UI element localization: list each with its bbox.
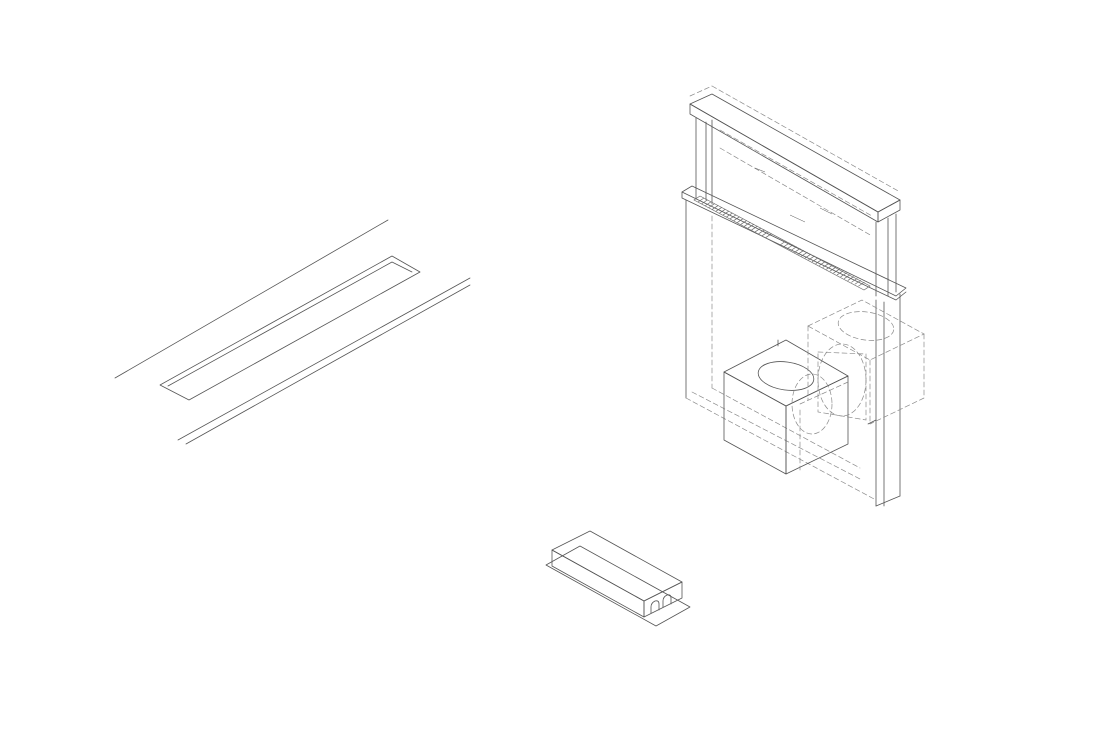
grille-slat [754,227,762,233]
grille-slat [829,266,837,272]
grille-slat [811,257,819,263]
grille-slat [697,197,705,203]
grille-slat [712,205,719,210]
counter-edge-lower-2 [185,284,471,445]
countertop-cutout [114,219,471,445]
grille-slat [822,263,829,268]
grille-slat [758,229,765,235]
grille-slat [726,212,733,218]
hood-cabinet-body [685,199,901,507]
cutout-slot-inner [167,261,413,387]
hood-grille [693,195,871,291]
grille-slat [794,248,801,253]
grille-slat [708,203,715,208]
control-box-flange [545,545,691,627]
hood-top-cap [689,85,901,223]
hood-counter-plate [681,185,907,301]
grille-slat [765,233,772,238]
grille-slat [797,250,805,255]
grille-slat [783,242,790,248]
hood-side-posts [695,117,897,297]
grille-slat [779,240,787,246]
grille-slat [819,261,826,266]
grille-slat [719,208,726,214]
grille-slat [701,199,708,205]
grille-slat [704,201,712,207]
grille-slat [815,259,822,264]
control-box-side [643,581,683,618]
grille-slat [740,220,747,225]
downdraft-hood [681,85,925,507]
grille-slat [786,244,794,250]
grille-slat [729,214,737,220]
grille-slat [808,255,815,261]
fan-box-front [723,339,849,475]
connector-port-2 [662,594,672,608]
grille-slat [744,222,751,227]
hood-joint-details [777,339,877,425]
grille-slat [761,231,769,236]
grille-frame [693,195,871,291]
grille-slat [722,210,730,216]
grille-slat [826,265,833,270]
counter-edge-lower-1 [177,277,471,441]
control-box [545,530,691,627]
hood-glass-panel [719,129,873,237]
grille-slat [790,246,797,251]
grille-slat [747,223,755,229]
grille-slat [804,253,812,259]
grille-slat [801,251,808,257]
grille-slat [733,216,740,221]
grille-slat [715,207,723,212]
cutout-slot-outer [159,255,421,401]
counter-edge-upper [114,219,389,379]
control-box-top [551,530,683,602]
grille-slat [737,218,744,223]
connector-port-1 [650,600,660,614]
fan-box-rear-hidden [807,299,925,425]
control-box-front [551,549,645,618]
grille-slat [751,225,758,231]
grille-slat [833,268,840,274]
